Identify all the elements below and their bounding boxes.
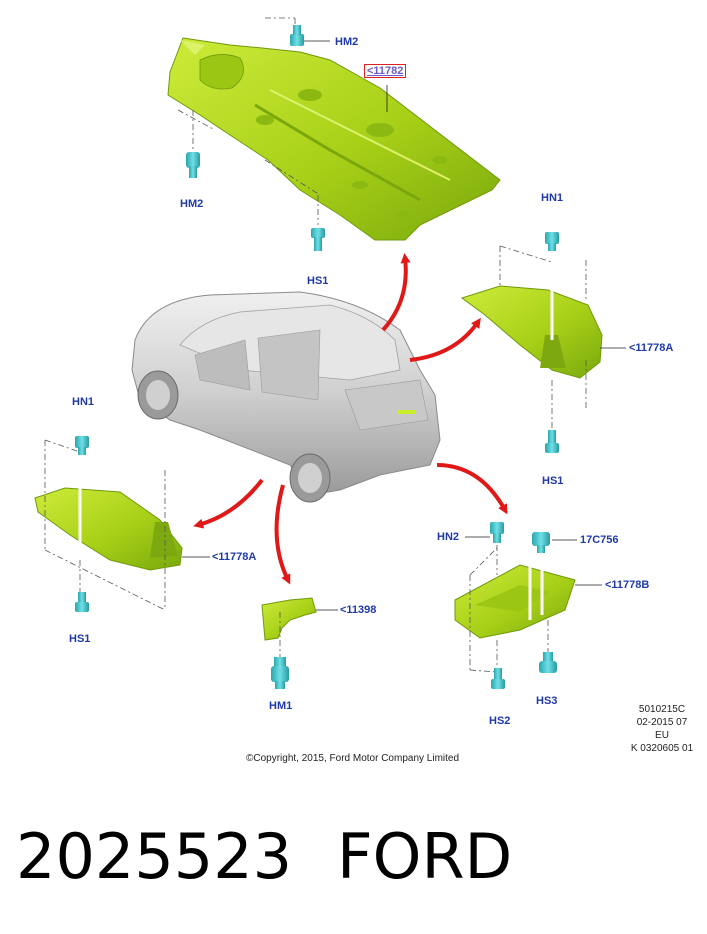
guide-lines-rear [469, 545, 549, 673]
clip-hn1-left-icon [75, 436, 89, 455]
label-part-17c756[interactable]: 17C756 [580, 534, 619, 546]
main-underbody-shield [167, 37, 501, 241]
guide-lines-right [499, 245, 587, 430]
clip-hn1-right-icon [545, 232, 559, 251]
reference-code-4: K 0320605 01 [630, 743, 694, 754]
label-hm2-top: HM2 [335, 36, 359, 48]
label-hs1-top: HS1 [307, 275, 329, 287]
label-part-11398[interactable]: <11398 [340, 604, 377, 616]
clip-hn2-icon [490, 522, 504, 543]
screw-hs2-icon [491, 668, 505, 689]
label-hn1-right: HN1 [541, 192, 564, 204]
screw-hs1-left-icon [75, 592, 89, 612]
label-hs2: HS2 [489, 715, 511, 727]
label-hm2-left: HM2 [180, 198, 204, 210]
label-hn1-left: HN1 [72, 396, 95, 408]
label-hm1: HM1 [269, 700, 293, 712]
rear-underbody-shield [454, 560, 576, 639]
clip-hm2-top-icon [290, 25, 304, 46]
reference-code-1: 5010215C [638, 704, 686, 715]
left-splash-shield [34, 450, 183, 571]
screw-hs3-icon [539, 652, 557, 673]
right-splash-shield [460, 250, 603, 379]
assembly-arrows [193, 253, 508, 585]
reference-code-3: EU [655, 730, 669, 741]
screw-hs1-top-icon [311, 228, 325, 251]
mud-flap [261, 597, 317, 641]
label-hs3: HS3 [536, 695, 558, 707]
clip-hm1-icon [271, 657, 289, 689]
nut-17c756-icon [532, 532, 550, 553]
reference-code-2: 02-2015 07 [636, 717, 688, 728]
part-number: 2025523 [16, 820, 293, 893]
label-part-11782[interactable]: <11782 [364, 64, 407, 78]
label-hn2: HN2 [437, 531, 460, 543]
copyright-notice: ©Copyright, 2015, Ford Motor Company Lim… [246, 753, 460, 764]
brand-name: FORD [337, 820, 513, 893]
clip-hm2-left-icon [186, 152, 200, 178]
screw-hs1-right-icon [545, 430, 559, 453]
label-part-11778a-right[interactable]: <11778A [629, 342, 674, 354]
label-hs1-right: HS1 [542, 475, 564, 487]
label-part-11778a-left[interactable]: <11778A [212, 551, 257, 563]
vehicle-illustration [131, 291, 441, 503]
guide-lines-left [44, 439, 166, 611]
label-hs1-left: HS1 [69, 633, 91, 645]
label-part-11778b[interactable]: <11778B [605, 579, 650, 591]
